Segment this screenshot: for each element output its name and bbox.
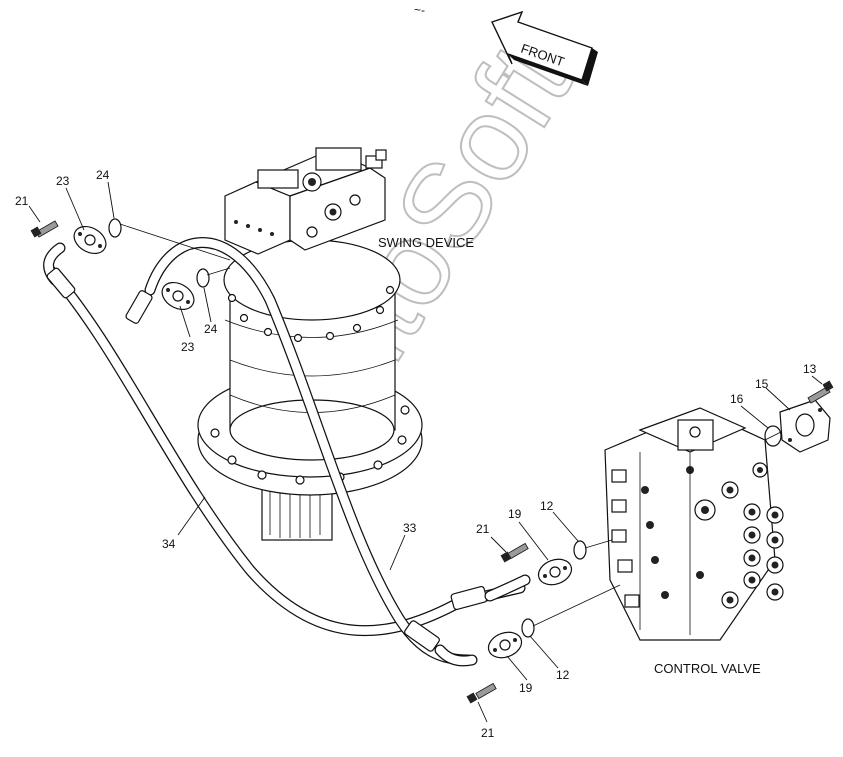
top-mark: ~- bbox=[414, 3, 425, 17]
flange-23-mid bbox=[161, 281, 195, 311]
part-number-19: 19 bbox=[519, 681, 533, 695]
control-valve: CONTROL VALVE bbox=[604, 407, 784, 676]
part-number-33: 33 bbox=[403, 521, 417, 535]
bolt-21-top-left bbox=[30, 220, 59, 238]
part-number-13: 13 bbox=[803, 362, 817, 376]
bolt-21-mid bbox=[500, 542, 529, 563]
cover-plate-15 bbox=[779, 399, 831, 453]
o-ring-12-lower bbox=[521, 618, 535, 638]
part-number-21: 21 bbox=[476, 522, 490, 536]
part-number-23: 23 bbox=[181, 340, 195, 354]
part-number-15: 15 bbox=[755, 377, 769, 391]
flange-19-lower bbox=[487, 631, 523, 659]
front-arrow: FRONT bbox=[491, 10, 598, 86]
part-number-24: 24 bbox=[204, 322, 218, 336]
part-number-21: 21 bbox=[481, 726, 495, 740]
part-number-24: 24 bbox=[96, 168, 110, 182]
hose-33 bbox=[125, 237, 478, 667]
part-number-19: 19 bbox=[508, 507, 522, 521]
control-valve-label: CONTROL VALVE bbox=[654, 661, 761, 676]
part-number-12: 12 bbox=[556, 668, 570, 682]
leader-lines bbox=[28, 181, 823, 723]
swing-device-label: SWING DEVICE bbox=[378, 235, 474, 250]
bolt-13 bbox=[807, 380, 834, 404]
flange-19-upper bbox=[537, 558, 573, 586]
part-number-34: 34 bbox=[162, 537, 176, 551]
body-bolts bbox=[227, 285, 395, 343]
part-number-23: 23 bbox=[56, 174, 70, 188]
part-number-16: 16 bbox=[730, 392, 744, 406]
o-ring-24-top-left bbox=[108, 218, 122, 238]
swing-device: SWING DEVICE bbox=[197, 147, 474, 541]
flange-23-top-left bbox=[73, 225, 107, 255]
o-ring-24-mid bbox=[196, 268, 210, 288]
bolt-21-bottom bbox=[466, 682, 497, 704]
valve-spools bbox=[694, 462, 784, 609]
o-ring-12-upper bbox=[573, 540, 587, 560]
part-number-12: 12 bbox=[540, 499, 554, 513]
part-number-21: 21 bbox=[15, 194, 29, 208]
